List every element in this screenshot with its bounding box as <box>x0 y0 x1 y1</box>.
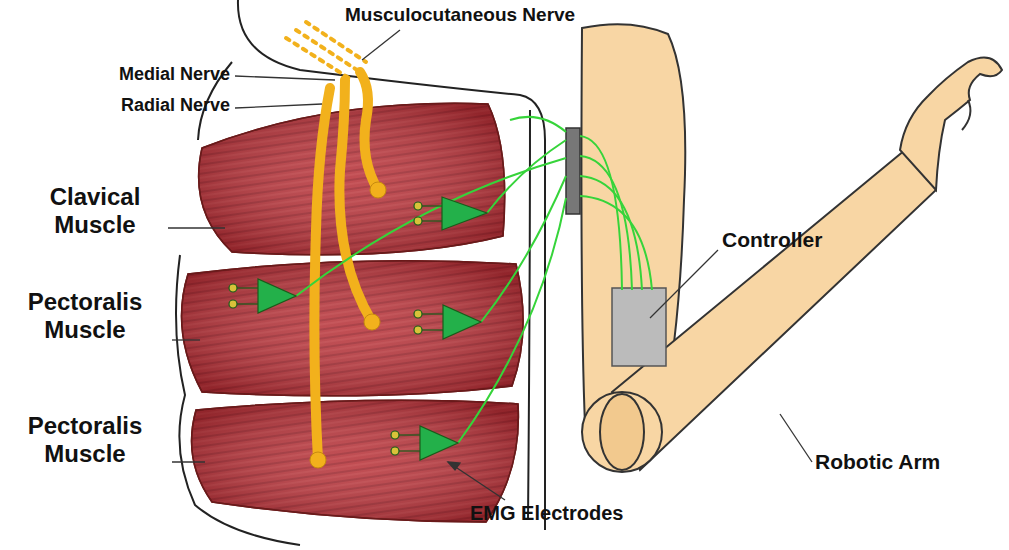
emg-electrodes <box>229 197 487 460</box>
leader-lines <box>168 30 812 500</box>
muscles <box>182 103 524 522</box>
muscle-label: Pectoralis Muscle <box>0 288 170 343</box>
nerve-label: Medial Nerve <box>30 64 230 85</box>
muscle-label: Pectoralis Muscle <box>0 412 170 467</box>
nerves <box>286 22 378 460</box>
controller-box <box>612 288 666 366</box>
muscle-label: Clavical Muscle <box>20 183 170 238</box>
connector-plug <box>566 128 580 214</box>
part-label: Robotic Arm <box>815 450 985 474</box>
nerve-label: Musculocutaneous Nerve <box>345 4 675 26</box>
emg-wires <box>296 117 652 443</box>
nerve-ends <box>310 182 386 468</box>
body-outline <box>176 0 545 545</box>
nerve-label: Radial Nerve <box>30 95 230 116</box>
part-label: Controller <box>722 228 862 252</box>
part-label: EMG Electrodes <box>470 502 670 525</box>
